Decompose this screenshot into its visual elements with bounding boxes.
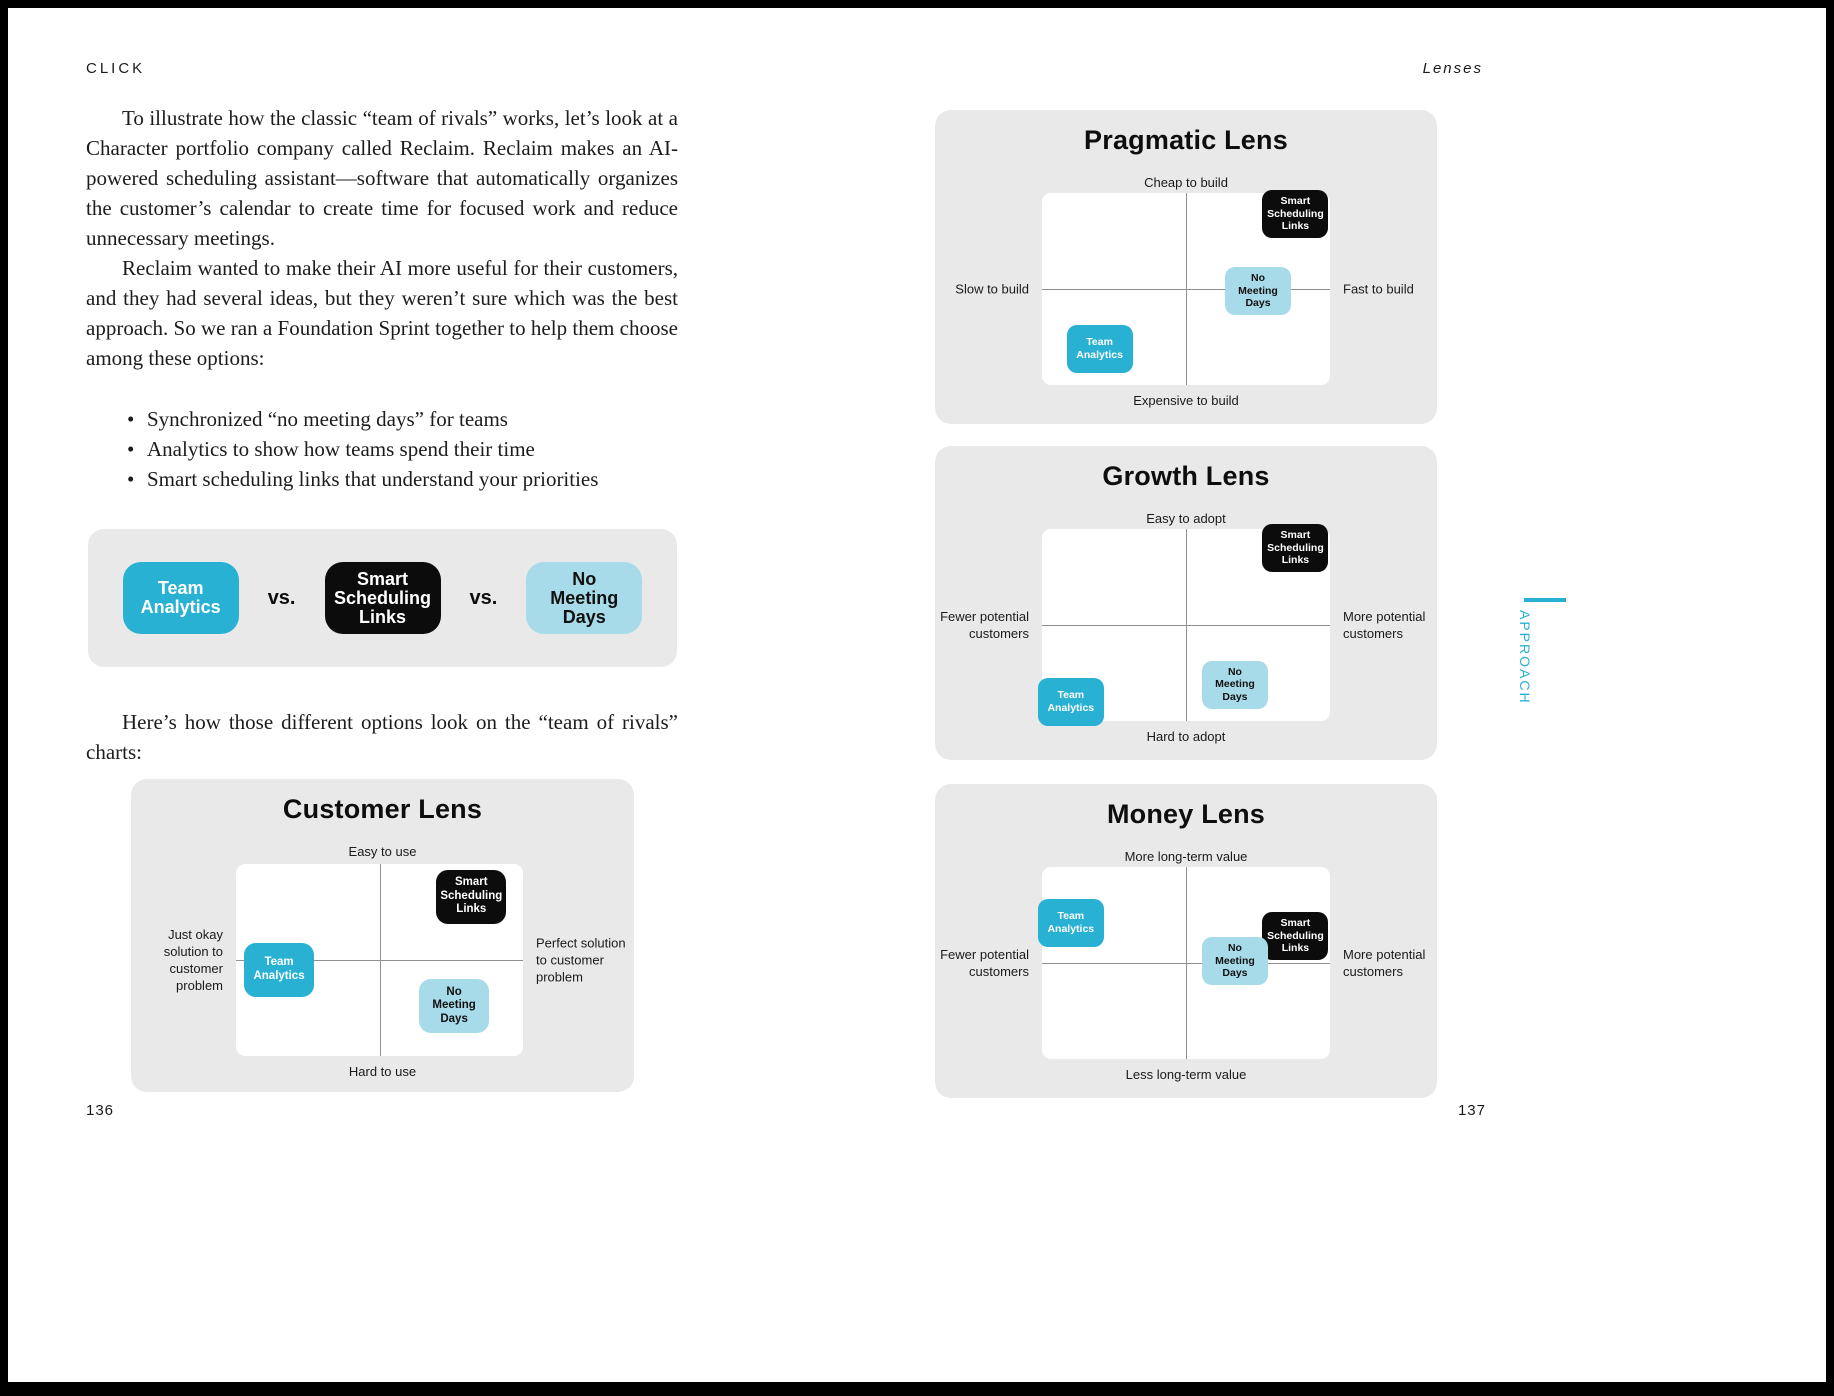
vs-label: vs. (469, 586, 498, 609)
axis-label-top: More long-term value (1124, 849, 1248, 864)
body-text-column: Here’s how those different options look … (86, 707, 678, 767)
option-box-no-meeting-days: No Meeting Days (1225, 266, 1291, 315)
option-box-team-analytics: Team Analytics (1037, 898, 1104, 947)
bullet-text: Synchronized “no meeting days” for teams (147, 407, 508, 431)
axis-label-top: Easy to use (348, 844, 417, 859)
option-box-smart-scheduling-links: Smart Scheduling Links (436, 869, 507, 924)
side-tab-approach: APPROACH (1517, 610, 1533, 705)
bullet-list: • Synchronized “no meeting days” for tea… (86, 404, 678, 494)
book-spread: CLICK To illustrate how the classic “tea… (8, 8, 1826, 1382)
axis-label-left: Just okay solution to customer problem (163, 927, 223, 993)
option-box-no-meeting-days: No Meeting Days (419, 979, 490, 1034)
running-header-right: Lenses (1422, 60, 1483, 77)
option-box-no-meeting-days: No Meeting Days (1201, 937, 1268, 986)
quadrant-hline (1042, 289, 1330, 290)
running-header-left: CLICK (86, 60, 146, 77)
lens-title: Growth Lens (1102, 461, 1270, 491)
axis-label-left: Fewer potential customers (940, 947, 1029, 979)
lens-title: Customer Lens (282, 794, 483, 824)
axis-label-right: Fast to build (1343, 281, 1414, 297)
quadrant-hline (236, 960, 523, 961)
option-box-smart-scheduling-links: Smart Scheduling Links (1262, 190, 1329, 239)
paragraph: Here’s how those different options look … (86, 710, 678, 764)
body-text-column: To illustrate how the classic “team of r… (86, 103, 678, 494)
quadrant-plot: Smart Scheduling Links No Meeting Days Tea… (1037, 524, 1330, 726)
paragraph: To illustrate how the classic “team of r… (86, 106, 678, 250)
axis-label-left: Slow to build (955, 281, 1029, 297)
lens-title: Money Lens (1106, 799, 1266, 829)
page-number-left: 136 (86, 1102, 115, 1119)
axis-label-left: Fewer potential customers (940, 609, 1029, 641)
axis-label-bottom: Expensive to build (1133, 393, 1239, 408)
bullet-marker: • (127, 437, 135, 461)
quadrant-hline (1042, 625, 1330, 626)
lens-title: Pragmatic Lens (1084, 125, 1288, 155)
list-item: • Analytics to show how teams spend thei… (86, 434, 678, 464)
list-item: • Synchronized “no meeting days” for tea… (86, 404, 678, 434)
axis-label-bottom: Less long-term value (1125, 1067, 1247, 1082)
axis-label-right: More potential customers (1343, 609, 1426, 641)
axis-label-top: Easy to adopt (1146, 511, 1226, 526)
option-box-no-meeting-days: No Meeting Days (1201, 660, 1268, 709)
axis-label-bottom: Hard to adopt (1146, 729, 1226, 744)
list-item: • Smart scheduling links that understand… (86, 464, 678, 494)
quadrant-hline (1042, 963, 1330, 964)
axis-label-bottom: Hard to use (348, 1064, 417, 1079)
vs-label: vs. (267, 586, 296, 609)
bullet-text: Smart scheduling links that understand y… (147, 467, 599, 491)
option-box-team-analytics: Team Analytics (244, 942, 315, 997)
option-box-smart-scheduling-links: Smart Scheduling Links (1262, 524, 1329, 573)
bullet-text: Analytics to show how teams spend their … (147, 437, 535, 461)
option-box-team-analytics: Team Analytics (1037, 677, 1104, 726)
paragraph: Reclaim wanted to make their AI more use… (86, 256, 678, 370)
bullet-marker: • (127, 407, 135, 431)
option-box-team-analytics: Team Analytics (1066, 324, 1133, 373)
side-tab-rule (1524, 598, 1566, 602)
axis-label-right: More potential customers (1343, 947, 1426, 979)
axis-label-top: Cheap to build (1144, 175, 1228, 190)
bullet-marker: • (127, 467, 135, 491)
axis-label-right: Perfect solution to customer problem (536, 935, 626, 985)
option-box-smart-scheduling-links: Smart Scheduling Links (1262, 912, 1329, 961)
page-number-right: 137 (1457, 1102, 1486, 1119)
